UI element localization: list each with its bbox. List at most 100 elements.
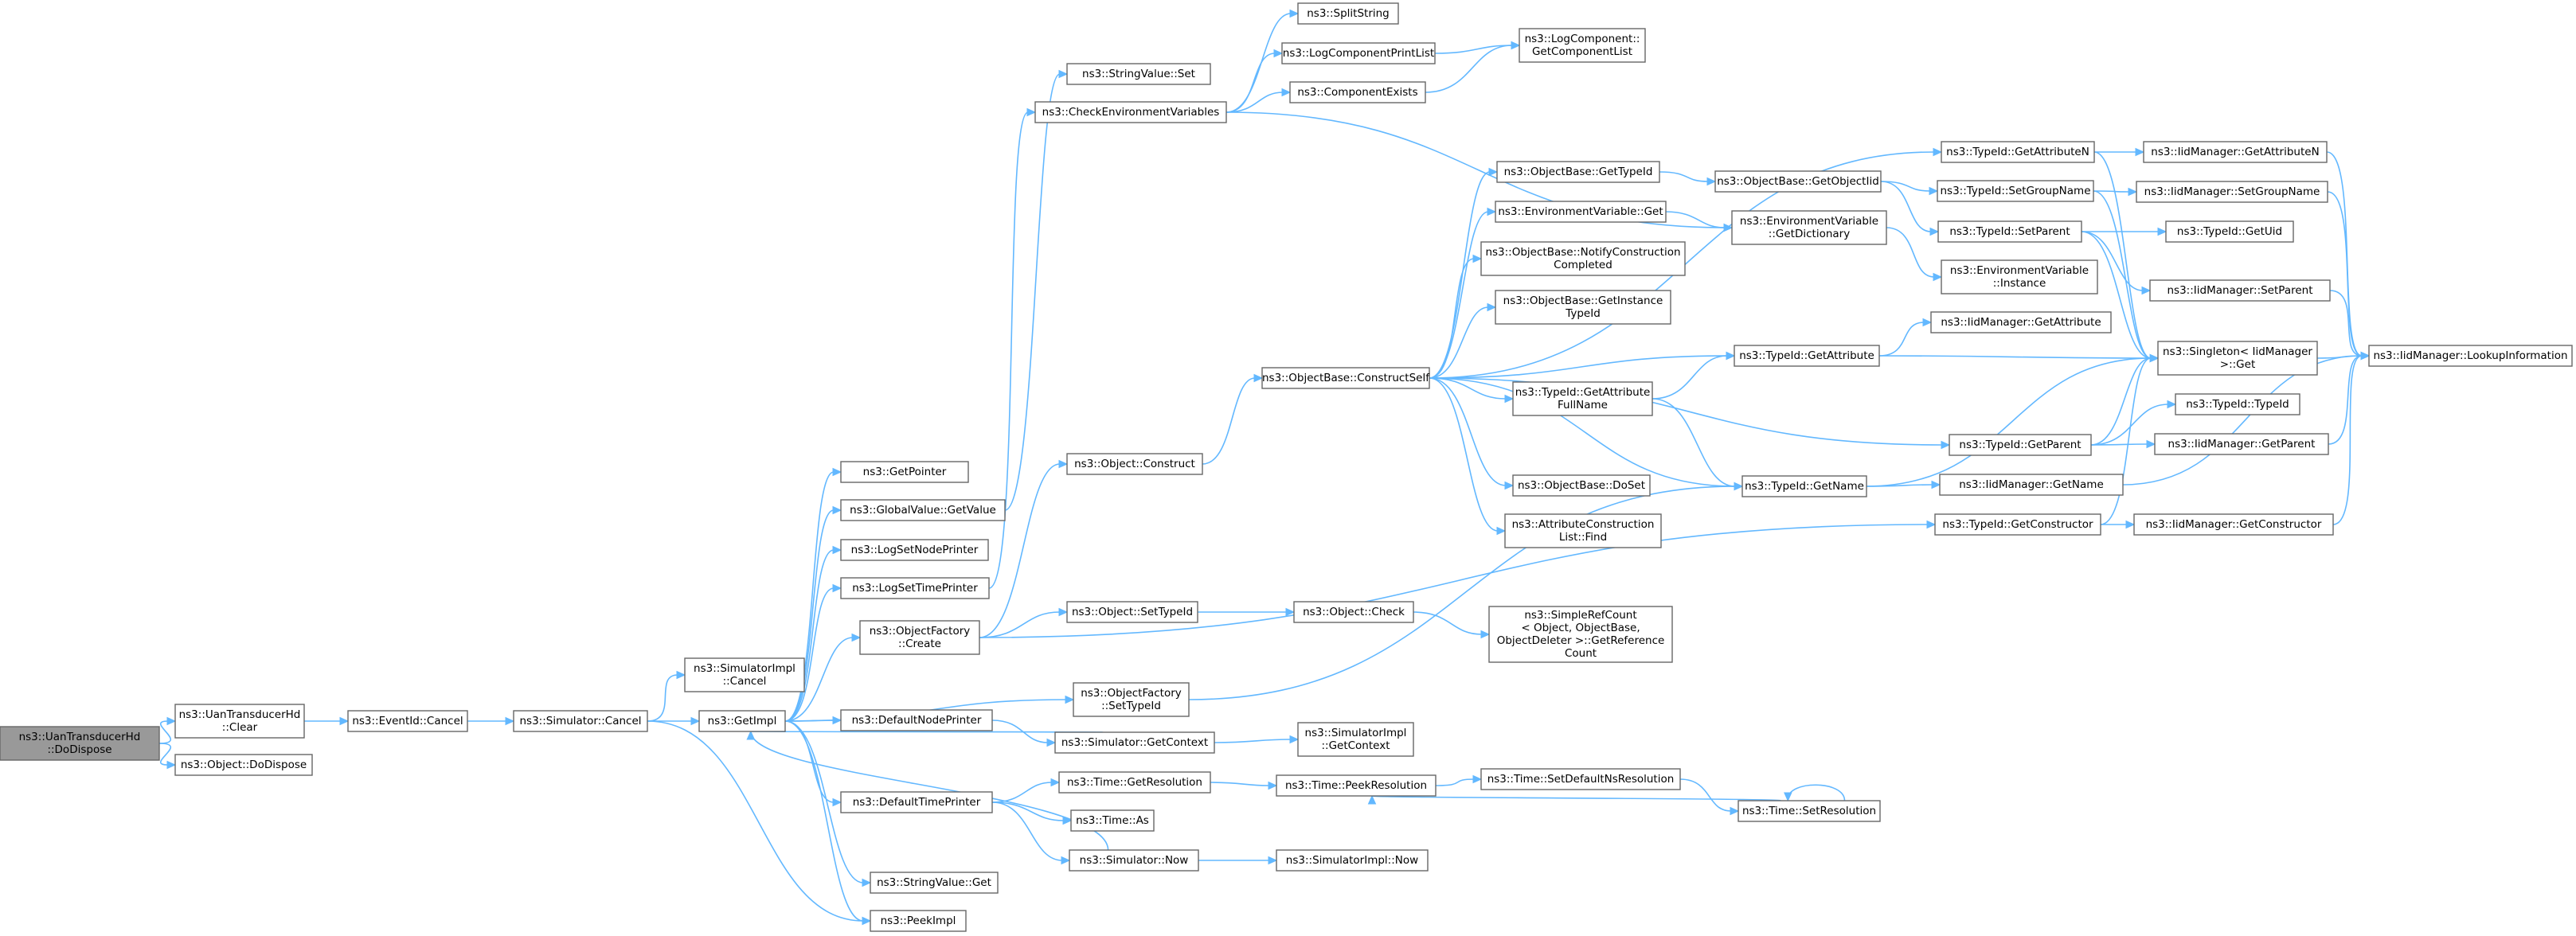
node-objcheck[interactable]: ns3::Object::Check <box>1293 601 1414 623</box>
node-simimplcancel[interactable]: ns3::SimulatorImpl::Cancel <box>684 657 805 692</box>
edge-obgetobjtid-to-tidsetparent <box>1880 181 1932 232</box>
node-iidsetgroup[interactable]: ns3::IidManager::SetGroupName <box>2136 181 2328 203</box>
node-envgetdict[interactable]: ns3::EnvironmentVariable::GetDictionary <box>1731 210 1887 245</box>
node-objsettypeid[interactable]: ns3::Object::SetTypeId <box>1066 601 1198 623</box>
node-label: ns3::TypeId::TypeId <box>2186 398 2289 411</box>
node-tidgetname[interactable]: ns3::TypeId::GetName <box>1741 475 1867 497</box>
node-timesetres[interactable]: ns3::Time::SetResolution <box>1738 800 1881 822</box>
node-envinstance[interactable]: ns3::EnvironmentVariable::Instance <box>1941 259 2098 294</box>
node-singletonget[interactable]: ns3::Singleton< IidManager>::Get <box>2157 341 2318 376</box>
edge-arrowhead <box>1285 607 1296 617</box>
node-root[interactable]: ns3::UanTransducerHd::DoDispose <box>0 726 160 761</box>
edge-arrowhead <box>1058 69 1069 79</box>
node-box <box>1070 809 1155 832</box>
node-objdodispose[interactable]: ns3::Object::DoDispose <box>174 754 313 776</box>
node-box <box>2149 279 2331 302</box>
edge-simgetcontext-to-simimplgetcontext <box>1214 739 1292 743</box>
node-simimplnow[interactable]: ns3::SimulatorImpl::Now <box>1276 849 1429 872</box>
node-peekimpl[interactable]: ns3::PeekImpl <box>870 910 967 932</box>
node-obgettypeid[interactable]: ns3::ObjectBase::GetTypeId <box>1496 161 1660 183</box>
edge-arrowhead <box>1929 186 1939 196</box>
node-tidtypeid[interactable]: ns3::TypeId::TypeId <box>2175 393 2300 415</box>
node-box <box>1069 849 1199 872</box>
edge-tidgetname-to-singletonget <box>1866 357 2152 487</box>
node-simplerefcount[interactable]: ns3::SimpleRefCount< Object, ObjectBase,… <box>1488 606 1673 663</box>
node-simimplgetcontext[interactable]: ns3::SimulatorImpl::GetContext <box>1297 722 1414 757</box>
node-tidgetparent[interactable]: ns3::TypeId::GetParent <box>1949 434 2092 456</box>
node-eventcancel[interactable]: ns3::EventId::Cancel <box>347 710 468 732</box>
node-stringgetvalue[interactable]: ns3::StringValue::Get <box>870 872 999 894</box>
node-simgetcontext[interactable]: ns3::Simulator::GetContext <box>1054 731 1215 754</box>
node-iidlookup[interactable]: ns3::IidManager::LookupInformation <box>2368 345 2573 367</box>
node-getimpl[interactable]: ns3::GetImpl <box>698 710 786 732</box>
node-iidgetctor[interactable]: ns3::IidManager::GetConstructor <box>2133 513 2334 536</box>
node-defnodeprinter[interactable]: ns3::DefaultNodePrinter <box>840 709 993 731</box>
node-box <box>840 791 993 813</box>
node-timepeekres[interactable]: ns3::Time::PeekResolution <box>1276 774 1437 797</box>
edge-arrowhead <box>862 878 872 887</box>
node-timegetres[interactable]: ns3::Time::GetResolution <box>1058 771 1211 794</box>
node-box <box>1937 220 2082 243</box>
node-label: ns3::SimulatorImpl <box>694 662 795 675</box>
node-box <box>1731 210 1887 245</box>
node-envvarget[interactable]: ns3::EnvironmentVariable::Get <box>1495 201 1667 223</box>
edge-arrowhead <box>2149 353 2160 363</box>
edge-tidgetctor-to-singletonget <box>2100 357 2152 525</box>
node-iidgetname[interactable]: ns3::IidManager::GetName <box>1939 474 2124 496</box>
node-simcancel[interactable]: ns3::Simulator::Cancel <box>513 710 648 732</box>
node-timeas[interactable]: ns3::Time::As <box>1070 809 1155 832</box>
edge-arrowhead <box>1062 816 1073 825</box>
node-logcompprintlist[interactable]: ns3::LogComponentPrintList <box>1281 42 1436 64</box>
node-iidgetparent[interactable]: ns3::IidManager::GetParent <box>2154 433 2329 455</box>
node-logsettime[interactable]: ns3::LogSetTimePrinter <box>840 577 990 599</box>
node-logcompgetlist[interactable]: ns3::LogComponent::GetComponentList <box>1519 28 1646 63</box>
node-objfactsettypeid[interactable]: ns3::ObjectFactory::SetTypeId <box>1073 682 1190 717</box>
node-globalgetvalue[interactable]: ns3::GlobalValue::GetValue <box>840 499 1006 521</box>
node-splitstring[interactable]: ns3::SplitString <box>1297 2 1399 25</box>
edge-arrowhead <box>2135 147 2145 157</box>
node-tidgetuid[interactable]: ns3::TypeId::GetUid <box>2165 220 2294 243</box>
node-timesetdefns[interactable]: ns3::Time::SetDefaultNsResolution <box>1480 768 1681 790</box>
edge-checkenv-to-logcompprintlist <box>1225 53 1276 113</box>
node-label: ::GetDictionary <box>1769 228 1850 240</box>
node-iidgetattrn[interactable]: ns3::IidManager::GetAttributeN <box>2143 141 2328 163</box>
edge-obgettypeid-to-obgetobjtid <box>1659 171 1709 182</box>
node-clear[interactable]: ns3::UanTransducerHd::Clear <box>174 704 305 739</box>
node-box <box>840 461 969 483</box>
node-label: ::GetContext <box>1321 739 1390 752</box>
node-getpointer[interactable]: ns3::GetPointer <box>840 461 969 483</box>
edge-constructself-to-tidgetattr <box>1429 355 1728 379</box>
node-deftimeprinter[interactable]: ns3::DefaultTimePrinter <box>840 791 993 813</box>
node-box <box>1293 601 1414 623</box>
node-objfactcreate[interactable]: ns3::ObjectFactory::Create <box>859 620 980 655</box>
node-stringset[interactable]: ns3::StringValue::Set <box>1066 63 1211 85</box>
node-compexists[interactable]: ns3::ComponentExists <box>1289 81 1426 103</box>
node-obdoset[interactable]: ns3::ObjectBase::DoSet <box>1512 474 1651 497</box>
node-simnow[interactable]: ns3::Simulator::Now <box>1069 849 1199 872</box>
node-iidgetattr[interactable]: ns3::IidManager::GetAttribute <box>1930 311 2112 333</box>
node-tidgetattr[interactable]: ns3::TypeId::GetAttribute <box>1734 345 1880 367</box>
node-obnotify[interactable]: ns3::ObjectBase::NotifyConstructionCompl… <box>1480 241 1686 276</box>
node-box <box>698 710 786 732</box>
node-tidgetctor[interactable]: ns3::TypeId::GetConstructor <box>1934 513 2101 536</box>
node-tidgetattrn[interactable]: ns3::TypeId::GetAttributeN <box>1941 141 2095 163</box>
node-iidsetparent[interactable]: ns3::IidManager::SetParent <box>2149 279 2331 302</box>
edge-constructself-to-attrconstrfind <box>1429 377 1499 532</box>
node-label: >::Get <box>2220 358 2255 371</box>
node-label: ns3::SimulatorImpl::Now <box>1286 854 1418 867</box>
edge-iidgetctor-to-iidlookup <box>2332 355 2363 525</box>
node-logsetnode[interactable]: ns3::LogSetNodePrinter <box>840 539 989 561</box>
node-checkenv[interactable]: ns3::CheckEnvironmentVariables <box>1034 101 1227 123</box>
node-tidsetparent[interactable]: ns3::TypeId::SetParent <box>1937 220 2082 243</box>
edge-getimpl-to-logsettime <box>784 587 835 722</box>
node-objconstruct[interactable]: ns3::Object::Construct <box>1066 453 1203 475</box>
node-obgetobjtid[interactable]: ns3::ObjectBase::GetObjectIid <box>1714 170 1882 193</box>
node-constructself[interactable]: ns3::ObjectBase::ConstructSelf <box>1261 367 1430 389</box>
edge-deftimeprinter-to-timegetres <box>991 782 1053 803</box>
node-label: ns3::IidManager::GetAttributeN <box>2151 146 2319 158</box>
node-tidsetgroup[interactable]: ns3::TypeId::SetGroupName <box>1937 180 2094 202</box>
edge-tidgetattrn-to-singletonget <box>2093 151 2152 359</box>
